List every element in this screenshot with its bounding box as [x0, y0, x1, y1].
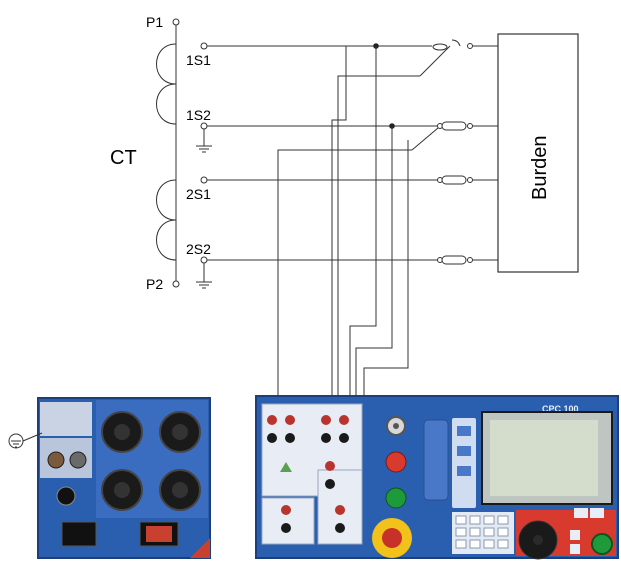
- link-icon: [437, 121, 498, 131]
- key[interactable]: [497, 539, 509, 549]
- socket[interactable]: [267, 433, 277, 443]
- test-lead: [355, 126, 393, 420]
- socket[interactable]: [321, 415, 331, 425]
- switch-icon: [419, 39, 498, 77]
- key[interactable]: [469, 527, 481, 537]
- socket[interactable]: [335, 523, 345, 533]
- key[interactable]: [497, 527, 509, 537]
- socket[interactable]: [339, 415, 349, 425]
- socket[interactable]: [339, 433, 349, 443]
- key[interactable]: [483, 527, 495, 537]
- socket[interactable]: [335, 505, 345, 515]
- socket[interactable]: [325, 461, 335, 471]
- ground-icon: [196, 129, 212, 153]
- nav-key[interactable]: [570, 530, 580, 540]
- panel-socket: [56, 486, 76, 506]
- ground-icon: [196, 263, 212, 289]
- test-lead: [331, 46, 347, 512]
- panel-socket: [47, 451, 65, 469]
- burden-box: [497, 33, 579, 273]
- power-inlet: [61, 521, 97, 547]
- key[interactable]: [469, 515, 481, 525]
- winding-core-1: [156, 43, 177, 125]
- output-sockets: [267, 415, 349, 533]
- key[interactable]: [483, 515, 495, 525]
- key[interactable]: [497, 515, 509, 525]
- nav-key[interactable]: [570, 544, 580, 554]
- winding-core-2: [156, 179, 177, 261]
- link-icon: [437, 255, 498, 265]
- burden-label: Burden: [529, 136, 551, 201]
- terminal-1s1: [200, 42, 208, 50]
- terminal-2s2: [200, 256, 208, 264]
- key[interactable]: [469, 539, 481, 549]
- test-lead: [349, 46, 377, 422]
- label-1s1: 1S1: [186, 52, 211, 68]
- terminal-1s2: [200, 122, 208, 130]
- side-panel: [37, 397, 211, 559]
- key[interactable]: [483, 539, 495, 549]
- nav-key[interactable]: [574, 508, 588, 518]
- ground-icon: [8, 432, 43, 449]
- key[interactable]: [455, 527, 467, 537]
- keypad: [452, 512, 514, 554]
- link-icon: [437, 175, 498, 185]
- nav-key[interactable]: [590, 508, 604, 518]
- label-2s2: 2S2: [186, 241, 211, 257]
- label-p1: P1: [146, 14, 163, 30]
- label-p2: P2: [146, 276, 163, 292]
- diagonal-wire-1s2: [411, 127, 439, 151]
- socket[interactable]: [281, 523, 291, 533]
- test-set-panel: CPC 100: [255, 395, 619, 560]
- socket[interactable]: [285, 433, 295, 443]
- green-button[interactable]: [385, 487, 407, 509]
- socket[interactable]: [325, 479, 335, 489]
- test-lead: [337, 75, 420, 424]
- key[interactable]: [455, 515, 467, 525]
- socket[interactable]: [285, 415, 295, 425]
- label-2s1: 2S1: [186, 186, 211, 202]
- terminal-p1: [172, 18, 180, 26]
- socket[interactable]: [321, 433, 331, 443]
- ct-schematic: P1 P2 CT 1S1 1S2 2S1 2S2: [110, 14, 579, 292]
- terminal-p2: [172, 280, 180, 288]
- terminal-2s1: [200, 176, 208, 184]
- socket[interactable]: [267, 415, 277, 425]
- socket[interactable]: [281, 505, 291, 515]
- green-start-button[interactable]: [591, 533, 613, 555]
- label-1s2: 1S2: [186, 107, 211, 123]
- panel-socket: [69, 451, 87, 469]
- panel-brand: CPC 100: [542, 404, 579, 414]
- ct-label: CT: [110, 147, 137, 169]
- red-button[interactable]: [385, 451, 407, 473]
- key[interactable]: [455, 539, 467, 549]
